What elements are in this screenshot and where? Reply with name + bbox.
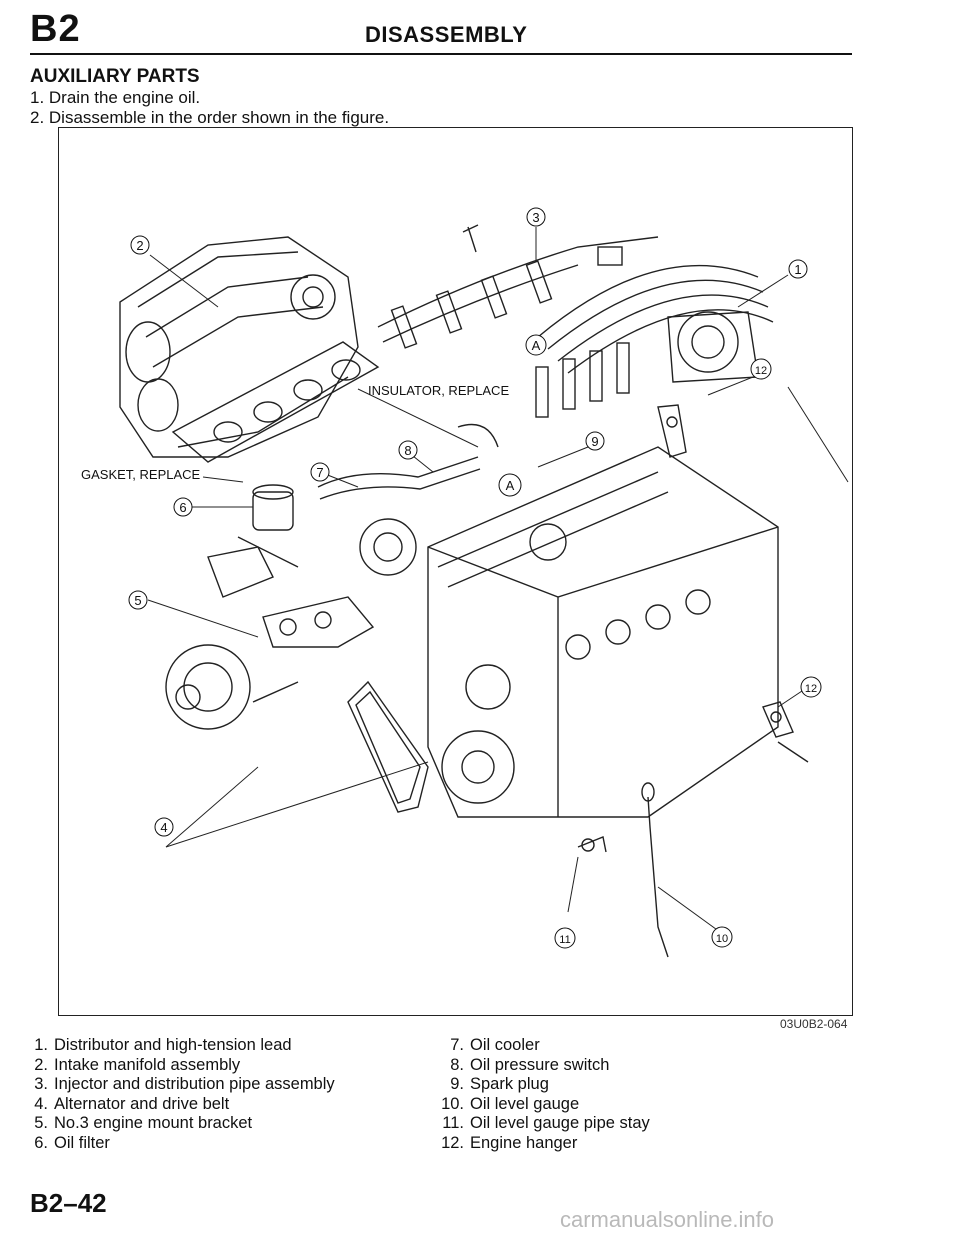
item-number: 1.	[34, 1036, 48, 1054]
item-text: Alternator and drive belt	[54, 1094, 230, 1113]
page-title: DISASSEMBLY	[365, 22, 528, 47]
section-code: B2	[30, 8, 81, 50]
item-number: 10.	[441, 1094, 464, 1113]
callout-11: 11	[554, 927, 576, 949]
callout-7-label: 7	[316, 465, 323, 480]
callout-4: 4	[154, 817, 174, 837]
distributor-leads-drawing	[535, 264, 774, 418]
item-text: Oil level gauge pipe stay	[470, 1114, 650, 1132]
callout-11-label: 11	[559, 934, 570, 946]
callout-5-label: 5	[134, 593, 141, 608]
watermark: carmanualsonline.info	[560, 1207, 775, 1232]
callout-9-label: 9	[591, 434, 598, 449]
engine-exploded-diagram: 1 2 3 4 5 6 7 8 9 10 11 12 12 A A GASKET…	[81, 207, 849, 958]
callout-9: 9	[585, 431, 605, 451]
list-item: 10. Oil level gauge	[438, 1095, 650, 1115]
item-text: Oil level gauge	[470, 1094, 580, 1113]
gasket-replace-label: GASKET, REPLACE	[81, 467, 201, 482]
list-item: 11. Oil level gauge pipe stay	[438, 1114, 650, 1134]
list-item: 8. Oil pressure switch	[438, 1056, 650, 1076]
callout-5: 5	[128, 590, 148, 610]
item-text: Intake manifold assembly	[54, 1055, 241, 1074]
callout-7: 7	[310, 462, 330, 482]
figure-frame	[58, 127, 853, 1016]
list-item: 3. Injector and distribution pipe assembl…	[30, 1075, 335, 1095]
item-text: Oil cooler	[470, 1036, 540, 1054]
oil-level-gauge-drawing	[577, 782, 669, 958]
callout-1-label: 1	[794, 262, 801, 277]
mark-a-lower-label: A	[506, 478, 515, 493]
mark-a-upper: A	[525, 334, 547, 356]
item-text: Engine hanger	[470, 1133, 578, 1152]
injector-pipe-drawing	[377, 224, 659, 349]
parts-list-left: 1. Distributor and high-tension lead 2. In…	[30, 1036, 335, 1154]
drive-belt-drawing	[347, 680, 429, 813]
callout-1: 1	[788, 259, 808, 279]
parts-list-right: 7. Oil cooler 8. Oil pressure switch 9. Spa…	[438, 1036, 650, 1153]
item-number: 9.	[450, 1075, 464, 1093]
item-text: Oil filter	[54, 1133, 110, 1152]
section-heading: AUXILIARY PARTS	[30, 66, 200, 87]
item-text: Injector and distribution pipe assembly	[54, 1075, 335, 1093]
figure-code: 03U0B2-064	[780, 1017, 848, 1031]
item-text: Spark plug	[470, 1075, 549, 1093]
item-text: No.3 engine mount bracket	[54, 1114, 253, 1132]
callout-12-lower: 12	[800, 676, 822, 698]
list-item: 6. Oil filter	[30, 1134, 335, 1154]
mark-a-lower: A	[498, 473, 522, 497]
callout-3: 3	[526, 207, 546, 227]
step-2: 2. Disassemble in the order shown in the…	[30, 108, 390, 127]
page-number: B2–42	[30, 1188, 107, 1218]
list-item: 2. Intake manifold assembly	[30, 1056, 335, 1076]
item-number: 3.	[34, 1075, 48, 1093]
callout-6: 6	[173, 497, 193, 517]
callout-8-label: 8	[404, 443, 411, 458]
item-number: 2.	[34, 1055, 48, 1074]
item-number: 4.	[34, 1094, 48, 1113]
item-number: 8.	[450, 1055, 464, 1074]
step-1: 1. Drain the engine oil.	[30, 88, 201, 107]
callout-2-label: 2	[136, 238, 143, 253]
oil-filter-drawing	[252, 484, 294, 531]
header-divider	[30, 53, 852, 55]
item-number: 7.	[450, 1036, 464, 1054]
item-number: 5.	[34, 1114, 48, 1132]
insulator-replace-label: INSULATOR, REPLACE	[368, 383, 509, 398]
item-number: 6.	[34, 1133, 48, 1152]
item-text: Oil pressure switch	[470, 1055, 610, 1074]
engine-hanger-drawing	[657, 404, 809, 763]
list-item: 1. Distributor and high-tension lead	[30, 1036, 335, 1056]
callout-2: 2	[130, 235, 150, 255]
list-item: 9. Spark plug	[438, 1075, 650, 1095]
item-text: Distributor and high-tension lead	[54, 1036, 292, 1054]
callout-10-label: 10	[716, 933, 728, 945]
item-number: 12.	[441, 1133, 464, 1152]
callout-12-upper-label: 12	[755, 365, 767, 377]
item-number: 11.	[442, 1114, 464, 1132]
callout-12-lower-label: 12	[805, 683, 817, 695]
leader-lines	[147, 227, 849, 933]
list-item: 12. Engine hanger	[438, 1134, 650, 1154]
list-item: 4. Alternator and drive belt	[30, 1095, 335, 1115]
callout-6-label: 6	[179, 500, 186, 515]
engine-block-drawing	[427, 446, 779, 818]
oil-cooler-drawing	[317, 423, 499, 576]
mark-a-upper-label: A	[532, 338, 541, 353]
mount-bracket-drawing	[207, 536, 375, 648]
callout-12-upper: 12	[750, 358, 772, 380]
intake-gasket-drawing	[171, 341, 380, 463]
list-item: 7. Oil cooler	[438, 1036, 650, 1056]
callout-3-label: 3	[532, 210, 539, 225]
intake-manifold-drawing	[119, 236, 359, 458]
alternator-drawing	[165, 644, 299, 730]
list-item: 5. No.3 engine mount bracket	[30, 1114, 335, 1134]
callout-10: 10	[711, 926, 733, 948]
callout-8: 8	[398, 440, 418, 460]
callout-4-label: 4	[160, 820, 167, 835]
